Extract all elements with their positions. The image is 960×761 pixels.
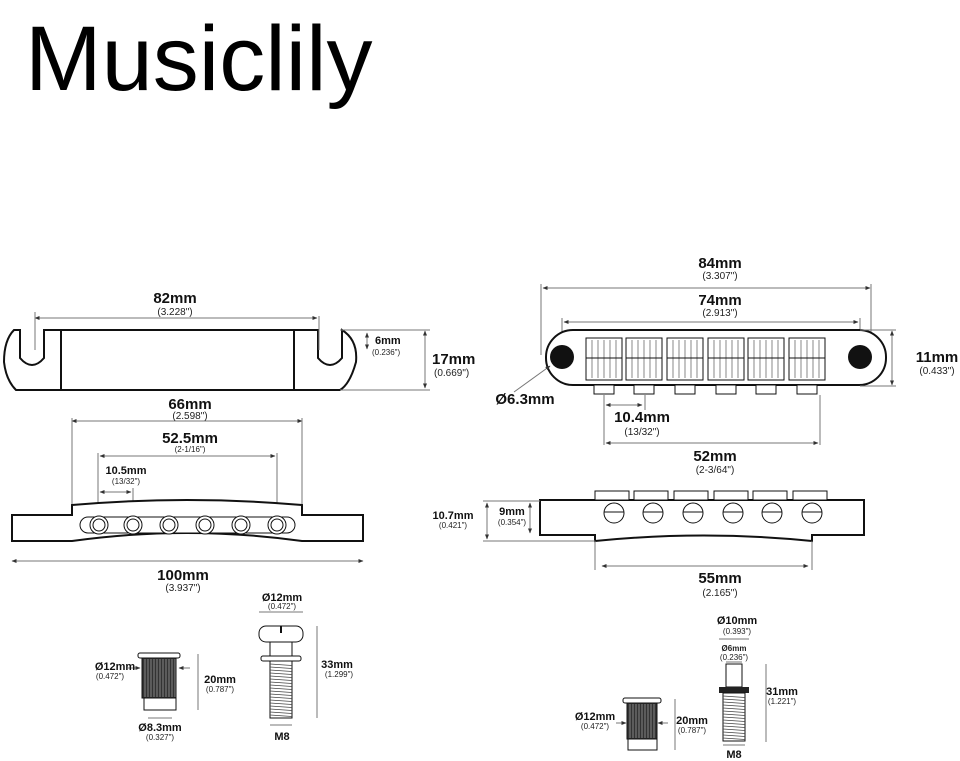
bridge-stud-flange-in: (0.393") bbox=[723, 627, 752, 636]
saddle-screw bbox=[682, 502, 704, 524]
tail-height-mm: 17mm bbox=[432, 351, 475, 368]
bridge-post-spacing-mm: 74mm bbox=[698, 292, 741, 309]
tail-overall-mm: 82mm bbox=[153, 290, 196, 307]
bridge-depth-in: (0.433") bbox=[919, 366, 954, 377]
tail-stud-head-mm: Ø12mm bbox=[262, 592, 303, 604]
bridge-height-mm: 10.7mm bbox=[433, 510, 474, 522]
tail-stud-len-mm: 33mm bbox=[321, 659, 353, 671]
bridge-body-height-in: (0.354") bbox=[498, 518, 527, 527]
tail-insert-dia-mm: Ø12mm bbox=[95, 661, 136, 673]
bridge-insert-dia-mm: Ø12mm bbox=[575, 711, 616, 723]
intonation-screw bbox=[755, 384, 777, 395]
intonation-screw bbox=[633, 384, 655, 395]
bridge-top-view bbox=[545, 329, 887, 395]
saddle-screw bbox=[801, 502, 823, 524]
bridge-overall-in: (3.307") bbox=[702, 271, 737, 282]
tailpiece-insert bbox=[137, 652, 181, 711]
tail-slot-mm: 6mm bbox=[375, 335, 401, 347]
tail-insert-len-mm: 20mm bbox=[204, 674, 236, 686]
saddle-screw bbox=[722, 502, 744, 524]
tailpiece-stud bbox=[258, 625, 304, 719]
post-hole-left bbox=[550, 345, 574, 369]
post-hole-right bbox=[848, 345, 872, 369]
tail-body-in: (2.598") bbox=[172, 411, 207, 422]
tail-insert-len-in: (0.787") bbox=[206, 685, 235, 694]
tail-slot-in: (0.236") bbox=[372, 348, 401, 357]
tail-post-spacing-mm: 52.5mm bbox=[162, 430, 218, 447]
bridge-stud bbox=[719, 663, 749, 742]
tail-stud-len-in: (1.299") bbox=[325, 670, 354, 679]
bridge-height-in: (0.421") bbox=[439, 521, 468, 530]
bridge-insert-len-mm: 20mm bbox=[676, 715, 708, 727]
brand-title: Musiclily bbox=[25, 8, 373, 110]
saddle bbox=[788, 337, 826, 395]
tail-height-in: (0.669") bbox=[434, 368, 469, 379]
bridge-string-spacing-mm: 10.4mm bbox=[614, 409, 670, 426]
tail-stud-thread: M8 bbox=[274, 731, 289, 743]
bridge-string-spacing-in: (13/32") bbox=[624, 427, 659, 438]
bridge-insert-len-in: (0.787") bbox=[678, 726, 707, 735]
bridge-insert-dia-in: (0.472") bbox=[581, 722, 610, 731]
bridge-stud-len-in: (1.221") bbox=[768, 697, 797, 706]
saddle-screw bbox=[761, 502, 783, 524]
bridge-base-in: (2.165") bbox=[702, 588, 737, 599]
intonation-screw bbox=[796, 384, 818, 395]
bridge-hole-mm: Ø6.3mm bbox=[495, 391, 554, 408]
intonation-screw bbox=[674, 384, 696, 395]
bridge-base-mm: 55mm bbox=[698, 570, 741, 587]
bridge-overall-mm: 84mm bbox=[698, 255, 741, 272]
saddle bbox=[666, 337, 704, 395]
intonation-screw bbox=[715, 384, 737, 395]
tail-length-mm: 100mm bbox=[157, 567, 209, 584]
tail-insert-inner-in: (0.327") bbox=[146, 733, 175, 742]
intonation-screw bbox=[593, 384, 615, 395]
bridge-stud-post-in: (0.236") bbox=[720, 653, 749, 662]
bridge-stud-post-mm: Ø6mm bbox=[722, 644, 747, 653]
saddle bbox=[625, 337, 663, 395]
bridge-e-to-e-mm: 52mm bbox=[693, 448, 736, 465]
bridge-stud-flange-mm: Ø10mm bbox=[717, 615, 758, 627]
tail-length-in: (3.937") bbox=[165, 583, 200, 594]
bridge-stud-len-mm: 31mm bbox=[766, 686, 798, 698]
tail-string-spacing-in: (13/32") bbox=[112, 477, 141, 486]
tailpiece-top-view bbox=[2, 328, 358, 391]
tail-string-spacing-mm: 10.5mm bbox=[106, 465, 147, 477]
tail-post-spacing-in: (2-1/16") bbox=[175, 445, 206, 454]
bridge-e-to-e-in: (2-3/64") bbox=[696, 465, 735, 476]
bridge-post-spacing-in: (2.913") bbox=[702, 308, 737, 319]
tail-stud-head-in: (0.472") bbox=[268, 602, 297, 611]
bridge-side-view bbox=[539, 490, 865, 543]
tail-body-mm: 66mm bbox=[168, 396, 211, 413]
saddle-screw bbox=[603, 502, 625, 524]
bridge-depth-mm: 11mm bbox=[916, 349, 959, 366]
saddle-screw bbox=[642, 502, 664, 524]
saddle bbox=[585, 337, 623, 395]
bridge-body-height-mm: 9mm bbox=[499, 506, 525, 518]
tailpiece-side-view bbox=[11, 499, 364, 542]
bridge-stud-thread: M8 bbox=[726, 749, 741, 761]
tail-insert-dia-in: (0.472") bbox=[96, 672, 125, 681]
saddle bbox=[747, 337, 785, 395]
tail-overall-in: (3.228") bbox=[157, 307, 192, 318]
saddle bbox=[707, 337, 745, 395]
tail-insert-inner-mm: Ø8.3mm bbox=[138, 722, 182, 734]
bridge-insert bbox=[622, 697, 662, 751]
